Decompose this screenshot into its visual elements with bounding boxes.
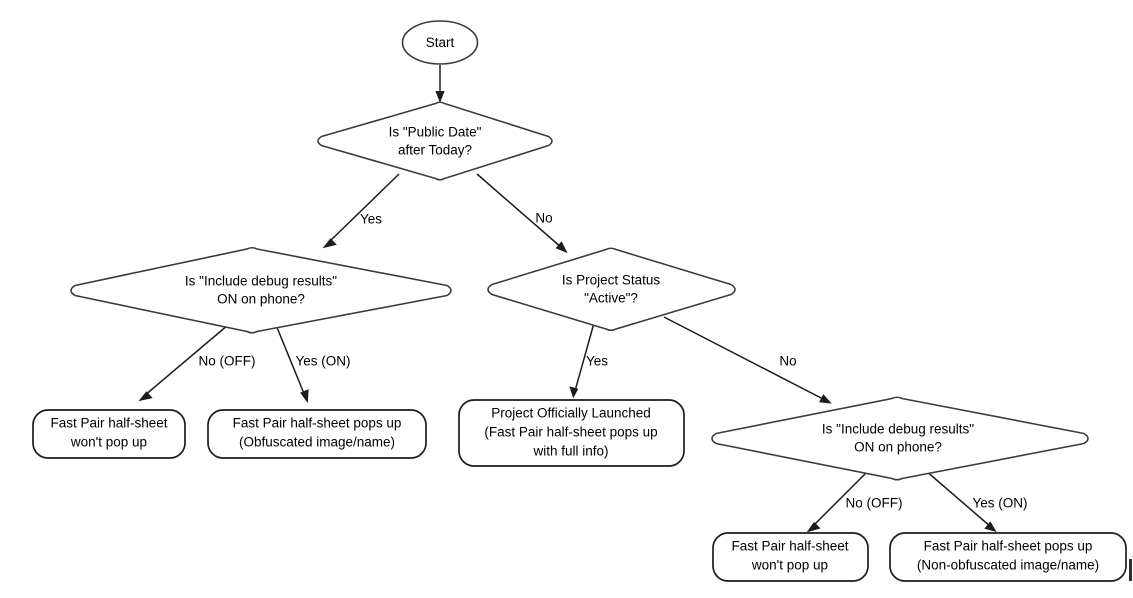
node-terminal-non-obfuscated-line2: (Non-obfuscated image/name) xyxy=(917,558,1099,573)
edge-project-status-yes xyxy=(569,322,595,399)
edge-label-public-date-yes: Yes xyxy=(360,212,382,227)
node-terminal-no-popup-left[interactable]: Fast Pair half-sheet won't pop up xyxy=(32,409,186,459)
edge-debug-left-yes xyxy=(275,324,309,404)
node-terminal-non-obfuscated-line1: Fast Pair half-sheet pops up xyxy=(924,539,1093,554)
node-start[interactable]: Start xyxy=(401,20,479,65)
node-terminal-no-popup-right[interactable]: Fast Pair half-sheet won't pop up xyxy=(712,532,869,582)
node-decision-public-date-line1: Is "Public Date" xyxy=(389,125,482,140)
node-terminal-no-popup-right-line1: Fast Pair half-sheet xyxy=(731,539,848,554)
node-decision-project-status-line1: Is Project Status xyxy=(562,273,661,288)
node-decision-debug-left-line1: Is "Include debug results" xyxy=(185,274,337,289)
edge-public-date-no xyxy=(476,173,568,254)
node-terminal-launched-line2: (Fast Pair half-sheet pops up xyxy=(484,425,657,440)
edge-debug-right-yes xyxy=(924,469,997,532)
edge-label-debug-right-no: No (OFF) xyxy=(846,496,903,511)
edge-public-date-yes xyxy=(322,173,400,249)
node-decision-debug-right-line1: Is "Include debug results" xyxy=(822,422,974,437)
node-terminal-obfuscated-line1: Fast Pair half-sheet pops up xyxy=(233,416,402,431)
edge-label-debug-right-yes: Yes (ON) xyxy=(972,496,1027,511)
node-decision-debug-right[interactable]: Is "Include debug results" ON on phone? xyxy=(711,396,1089,481)
edge-label-debug-left-no: No (OFF) xyxy=(199,354,256,369)
node-terminal-no-popup-right-line2: won't pop up xyxy=(751,558,828,573)
node-terminal-obfuscated-line2: (Obfuscated image/name) xyxy=(239,435,395,450)
node-decision-debug-left-line2: ON on phone? xyxy=(217,292,305,307)
node-decision-project-status-line2: "Active"? xyxy=(584,291,638,306)
page-edge-artifact xyxy=(1129,559,1132,581)
node-terminal-no-popup-left-line1: Fast Pair half-sheet xyxy=(50,416,167,431)
node-decision-project-status[interactable]: Is Project Status "Active"? xyxy=(487,247,736,332)
edge-label-public-date-no: No xyxy=(535,211,552,226)
node-decision-debug-left[interactable]: Is "Include debug results" ON on phone? xyxy=(70,246,452,334)
node-decision-debug-right-line2: ON on phone? xyxy=(854,440,942,455)
node-terminal-launched[interactable]: Project Officially Launched (Fast Pair h… xyxy=(458,399,685,467)
edge-project-status-no xyxy=(663,316,832,404)
node-terminal-no-popup-left-line2: won't pop up xyxy=(70,435,147,450)
edge-start-to-public-date xyxy=(435,65,445,103)
edge-debug-right-no xyxy=(806,469,870,533)
node-terminal-launched-line1: Project Officially Launched xyxy=(491,406,651,421)
edge-label-project-status-no: No xyxy=(779,354,796,369)
node-decision-public-date[interactable]: Is "Public Date" after Today? xyxy=(317,101,553,181)
node-decision-public-date-line2: after Today? xyxy=(398,143,472,158)
node-terminal-launched-line3: with full info) xyxy=(532,444,608,459)
edge-label-debug-left-yes: Yes (ON) xyxy=(295,354,350,369)
edge-debug-left-no xyxy=(138,324,229,402)
node-terminal-non-obfuscated[interactable]: Fast Pair half-sheet pops up (Non-obfusc… xyxy=(889,532,1127,582)
node-start-label: Start xyxy=(426,35,455,50)
edge-label-project-status-yes: Yes xyxy=(586,354,608,369)
node-terminal-obfuscated[interactable]: Fast Pair half-sheet pops up (Obfuscated… xyxy=(207,409,427,459)
